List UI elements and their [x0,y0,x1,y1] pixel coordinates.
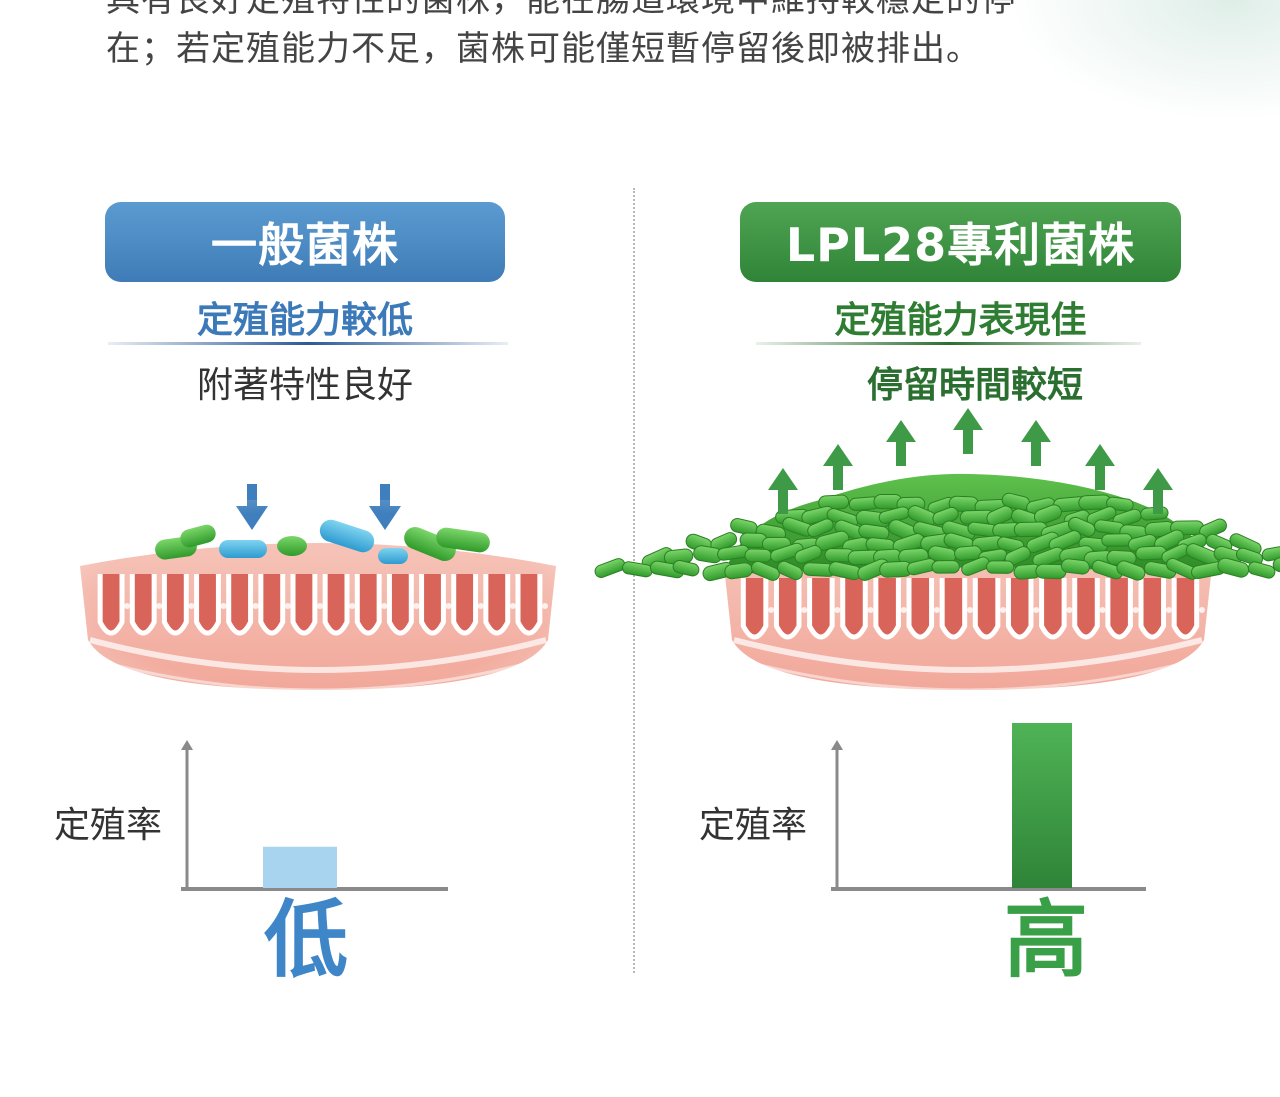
right-intestine-tissue [724,543,1212,692]
lpl28-strain-rule [756,342,1141,345]
right-dense-bacteria [594,473,1280,582]
right-level-label: 高 [1004,891,1089,989]
right-chart-axes [831,740,1146,891]
bar-low [263,846,337,888]
arrow-up-icon [768,408,1173,514]
general-strain-caption: 附著特性良好 [196,365,413,406]
intro-text-line-2: 在；若定殖能力不足，菌株可能僅短暫停留後即被排出。 [106,29,981,69]
intro-text-line-1: 具有良好定殖特性的菌株，能在腸道環境中維持較穩定的停 [106,0,1016,20]
lpl28-strain-caption: 停留時間較短 [866,365,1083,406]
center-divider [633,188,635,973]
general-strain-rule [108,342,508,345]
left-level-label: 低 [264,891,349,989]
lpl28-strain-title: LPL28專利菌株 [740,202,1181,282]
general-strain-title: 一般菌株 [105,202,505,282]
general-strain-subtitle: 定殖能力較低 [196,300,413,341]
left-chart-ylabel: 定殖率 [54,805,163,846]
left-chart-axes [181,740,448,891]
right-chart-ylabel: 定殖率 [699,805,808,846]
right-villi [740,578,1205,640]
bar-high [1012,723,1072,888]
lpl28-strain-subtitle: 定殖能力表現佳 [834,300,1087,341]
